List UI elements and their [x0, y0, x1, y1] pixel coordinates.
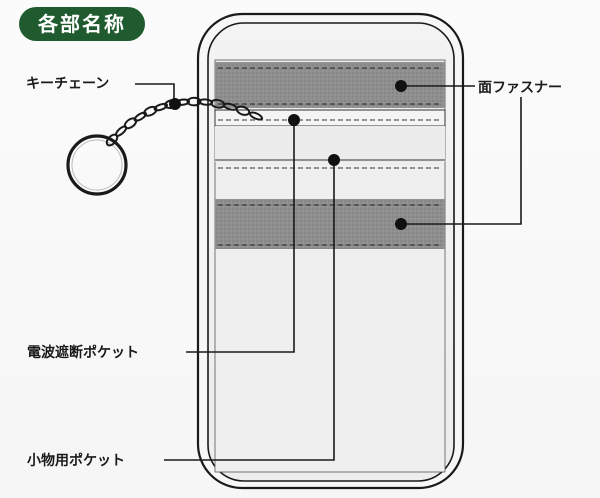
leader-face-zipper-lower	[400, 97, 522, 225]
label-rf-pocket: 電波遮断ポケット	[27, 345, 139, 361]
callout-dot-zipper-top	[395, 80, 407, 92]
chain-link	[123, 117, 138, 130]
label-face-zipper: 面ファスナー	[478, 80, 562, 96]
callout-dot-rf-pocket	[288, 114, 300, 126]
chain-link	[248, 111, 264, 121]
chain-link	[153, 102, 169, 112]
label-keychain: キーチェーン	[26, 76, 110, 92]
callout-dot-small-pocket	[328, 154, 340, 166]
key-ring	[66, 134, 128, 196]
callout-dot-keychain	[169, 98, 181, 110]
leader-keychain	[135, 83, 175, 102]
key-ring-inner	[71, 139, 123, 191]
chain-link	[143, 105, 158, 117]
chain-link	[133, 111, 148, 122]
label-small-pocket: 小物用ポケット	[27, 453, 125, 469]
chain-link	[186, 96, 202, 107]
callout-dot-zipper-bottom	[395, 218, 407, 230]
section-title: 各部名称	[19, 7, 145, 41]
leader-rf-pocket	[186, 120, 295, 353]
leader-small-pocket	[164, 160, 335, 461]
zipper-band-top	[215, 62, 445, 108]
chain-link	[235, 105, 251, 116]
